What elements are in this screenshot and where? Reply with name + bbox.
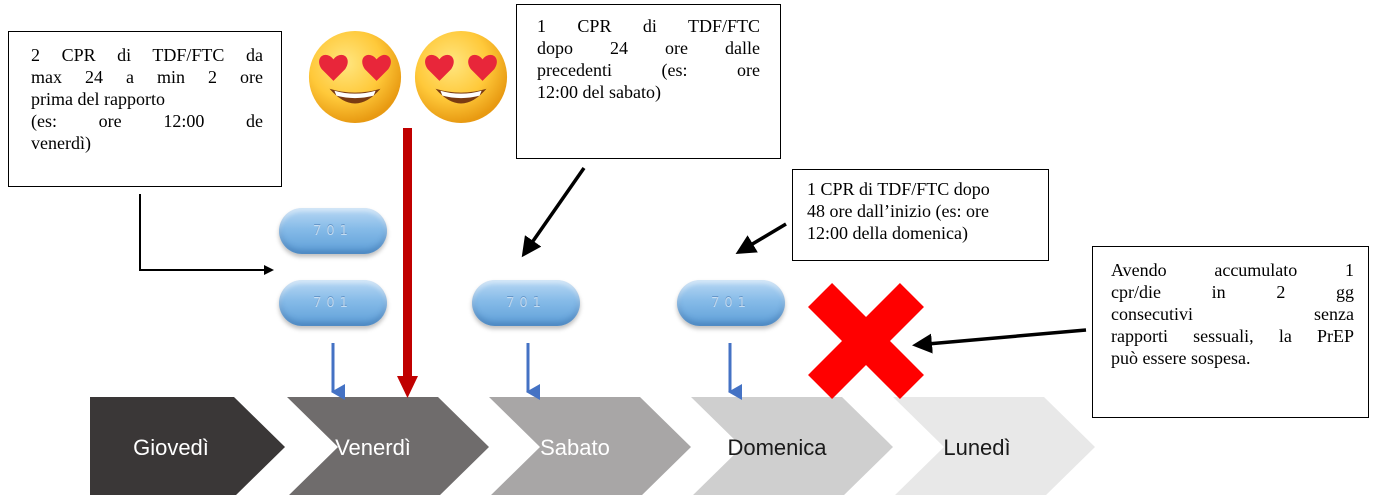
timeline-chevrons: [90, 397, 1095, 495]
third-dose-line-3: 12:00 della domenica): [807, 223, 968, 243]
second-dose-line-4: 12:00 del sabato): [537, 82, 661, 102]
first-dose-line-2: max 24 a min 2 ore: [31, 67, 263, 87]
day-label-venerdi: Venerdì: [335, 435, 411, 460]
third-dose-line-1: 1 CPR di TDF/FTC dopo: [807, 179, 990, 199]
stop-note-line-5: può essere sospesa.: [1111, 348, 1251, 368]
second-dose-line-1: 1 CPR di TDF/FTC: [537, 16, 760, 36]
second-dose-box: 1 CPR di TDF/FTC dopo 24 ore dalle prece…: [516, 4, 781, 159]
second-dose-line-2: dopo 24 ore dalle: [537, 38, 760, 58]
third-dose-arrow: [735, 222, 787, 255]
chevron-venerdi: [287, 397, 489, 495]
stop-note-arrow: [912, 328, 1087, 354]
stop-note-line-4: rapporti sessuali, la PrEP: [1111, 326, 1354, 346]
second-dose-arrow: [521, 166, 586, 258]
stop-note-line-3: consecutivi senza: [1111, 304, 1354, 324]
first-dose-line-1: 2 CPR di TDF/FTC da: [31, 45, 263, 65]
first-dose-arrow: [139, 194, 274, 275]
second-dose-line-3: precedenti (es: ore: [537, 60, 760, 80]
first-dose-box: 2 CPR di TDF/FTC da max 24 a min 2 ore p…: [8, 31, 282, 187]
pill-domenica: 701: [677, 280, 785, 326]
day-label-lunedi: Lunedì: [943, 435, 1010, 460]
stop-note-line-1: Avendo accumulato 1: [1111, 260, 1354, 280]
stop-note-line-2: cpr/die in 2 gg: [1111, 282, 1354, 302]
intercourse-line-arrowhead: [397, 376, 418, 398]
chevron-lunedi: [893, 397, 1095, 495]
day-label-giovedi: Giovedì: [133, 435, 209, 460]
first-dose-line-5: venerdì): [31, 133, 91, 153]
third-dose-box: 1 CPR di TDF/FTC dopo 48 ore dall’inizio…: [792, 169, 1049, 261]
pill-venerdi-2: 701: [279, 280, 387, 326]
chevron-domenica: [691, 397, 893, 495]
heart-eyes-emoji-icon: [306, 28, 404, 126]
stop-note-box: Avendo accumulato 1 cpr/die in 2 gg cons…: [1092, 246, 1369, 418]
chevron-sabato: [489, 397, 691, 495]
day-label-domenica: Domenica: [727, 435, 827, 460]
first-dose-line-3: prima del rapporto: [31, 89, 165, 109]
intercourse-line: [403, 128, 412, 378]
red-x-icon: [808, 283, 924, 399]
day-label-sabato: Sabato: [540, 435, 610, 460]
pill-sabato: 701: [472, 280, 580, 326]
third-dose-line-2: 48 ore dall’inizio (es: ore: [807, 201, 989, 221]
chevron-giovedi: [90, 397, 285, 495]
heart-eyes-emoji-icon: [412, 28, 510, 126]
first-dose-line-4: (es: ore 12:00 de: [31, 111, 263, 131]
pill-venerdi-1: 701: [279, 208, 387, 254]
